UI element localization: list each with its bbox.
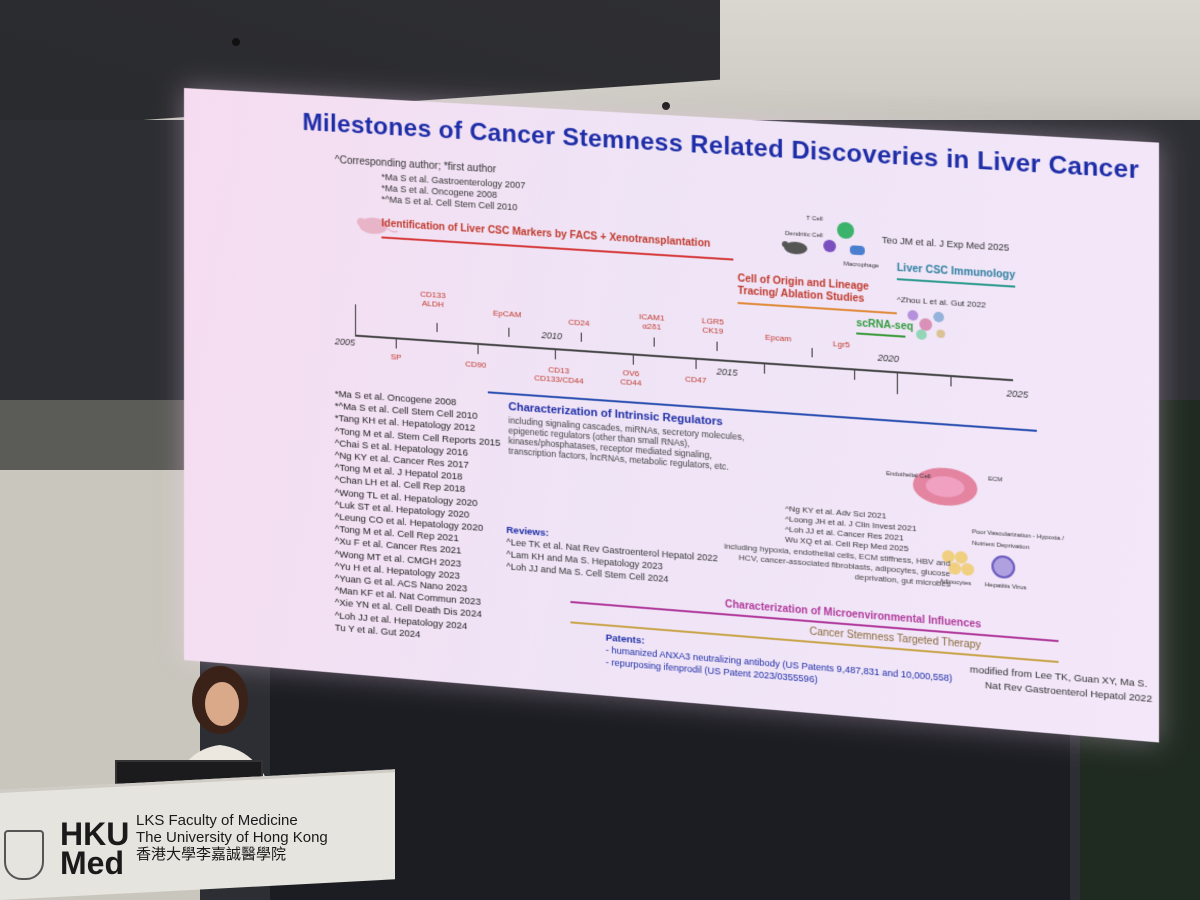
macrophage-label: Macrophage: [843, 261, 880, 270]
immunology-ref: Teo JM et al. J Exp Med 2025: [881, 234, 1010, 253]
faculty-name: LKS Faculty of Medicine The University o…: [136, 812, 328, 863]
scrna-bar: [856, 332, 906, 338]
timeline-tick: [436, 322, 438, 333]
timeline-tick: [896, 373, 898, 395]
marker-epcam: EpCAM: [492, 308, 522, 320]
marker-cd90: CD90: [465, 359, 487, 370]
faculty-line: LKS Faculty of Medicine: [136, 812, 298, 829]
timeline-tick: [854, 370, 856, 380]
hku-med-logo: HKU Med: [60, 816, 130, 881]
endothelial-label: Endothelial Cell: [886, 470, 931, 481]
author-legend: ^Corresponding author; *first author: [334, 154, 497, 176]
timeline-tick: [811, 348, 813, 358]
umap-plot-icon: [907, 309, 946, 341]
marker-epcam-lineage: Epcam: [765, 332, 792, 344]
timeline-tick: [653, 337, 655, 347]
timeline-tick: [395, 339, 397, 349]
timeline-tick: [554, 350, 556, 360]
timeline-tick: [580, 332, 582, 342]
timeline-tick: [716, 341, 718, 351]
timeline-tick: [950, 377, 952, 387]
year-label: 2010: [541, 329, 563, 342]
year-label: 2015: [716, 366, 738, 378]
ceiling-camera-icon: [232, 38, 240, 46]
left-reference-list: *Ma S et al. Oncogene 2008 *^Ma S et al.…: [335, 389, 501, 649]
micro-heading: Characterization of Microenvironmental I…: [724, 598, 982, 631]
year-label: 2005: [334, 336, 356, 348]
year-label: 2020: [877, 352, 899, 365]
marker-sp: SP: [390, 352, 402, 363]
marker-cd24: CD24: [568, 317, 590, 329]
timeline-tick: [763, 364, 766, 374]
immune-cells-icon: [823, 221, 865, 256]
timeline-tick: [355, 304, 357, 335]
year-label: 2025: [1006, 388, 1029, 401]
ecm-label: ECM: [988, 476, 1003, 484]
csc-markers-heading: Identification of Liver CSC Markers by F…: [381, 218, 711, 250]
timeline-tick: [632, 355, 634, 365]
vascularization-label: Poor Vascularization - Hypoxia / Nutrien…: [971, 529, 1064, 552]
hepatitis-label: Hepatitis Virus: [984, 582, 1027, 592]
faculty-line: 香港大學李嘉誠醫學院: [136, 846, 287, 863]
marker-lgr5-lineage: Lgr5: [832, 339, 850, 350]
projection-screen: Milestones of Cancer Stemness Related Di…: [184, 88, 1160, 743]
blood-vessel-icon: [912, 465, 978, 508]
hepatitis-virus-icon: [988, 551, 1018, 582]
timeline-tick: [695, 359, 697, 370]
dendritic-cell-label: Dendritic Cell: [785, 230, 823, 240]
mouse-icon: [357, 216, 398, 239]
university-crest-icon: [4, 830, 44, 880]
faculty-line: The University of Hong Kong: [136, 829, 328, 846]
t-cell-label: T Cell: [806, 215, 823, 223]
timeline-tick: [477, 344, 479, 355]
marker-cd47: CD47: [685, 374, 707, 386]
logo-line: Med: [60, 845, 124, 881]
logo-line: HKU: [60, 816, 130, 852]
timeline-tick: [508, 327, 510, 337]
ceiling-camera-icon: [662, 102, 670, 110]
